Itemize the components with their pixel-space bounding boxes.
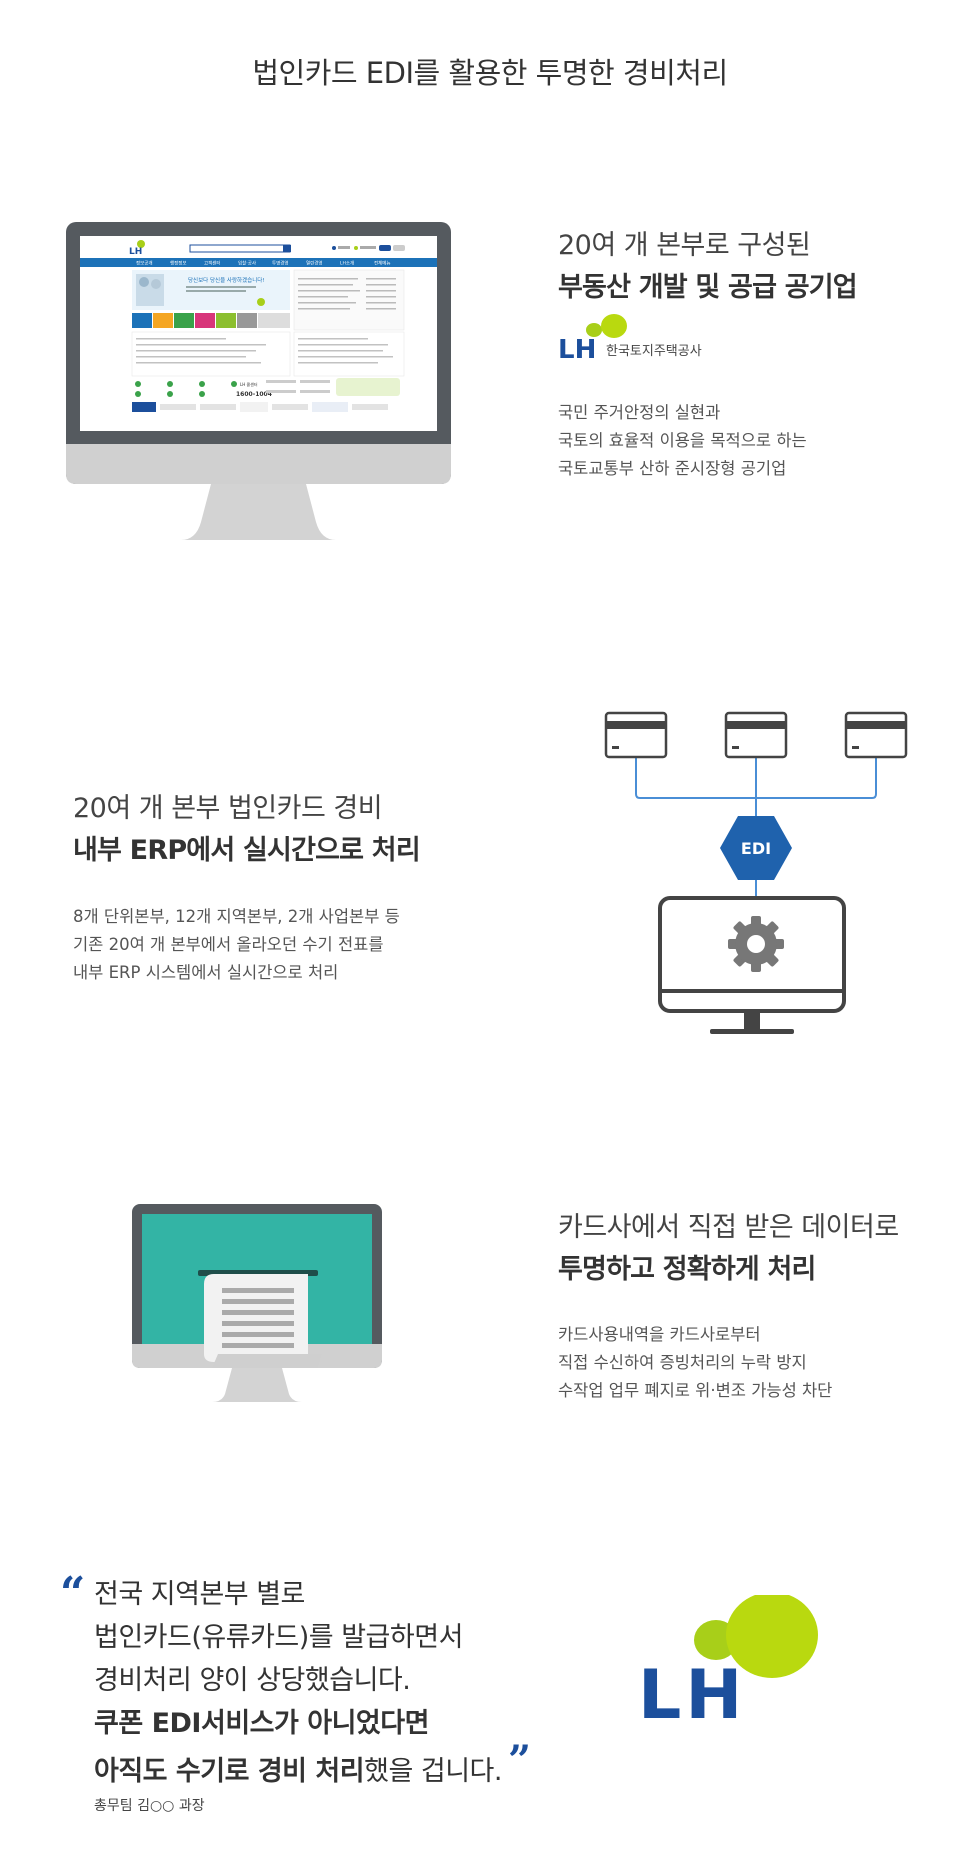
quote-emphasis: 아직도 수기로 경비 처리 (94, 1756, 365, 1787)
edi-diagram: EDI (600, 708, 920, 1043)
section2-desc-line: 기존 20여 개 본부에서 올라오던 수기 전표를 (73, 935, 384, 954)
credit-card-icon (844, 711, 908, 759)
svg-text:정보공개: 정보공개 (136, 260, 153, 267)
quote-line: 법인카드(유류카드)를 발급하면서 (94, 1622, 463, 1653)
section2-desc-line: 8개 단위본부, 12개 지역본부, 2개 사업본부 등 (73, 907, 400, 926)
section3-desc-line: 직접 수신하여 증빙처리의 누락 방지 (558, 1353, 807, 1372)
open-quote-icon: “ (60, 1568, 86, 1619)
quote-emphasis: 쿠폰 EDI서비스가 아니었다면 (94, 1708, 429, 1739)
svg-text:고객센터: 고객센터 (204, 260, 221, 267)
lh-website-monitor: LH 정보공개 행정정보 고객센터 입찰·공사 투명경영 열린경영 LH소개 전… (66, 222, 451, 540)
lh-logo-letters: LH (558, 335, 596, 362)
lh-large-logo-letters: LH (638, 1656, 746, 1725)
section1-heading-light: 20여 개 본부로 구성된 (558, 230, 811, 261)
lh-corporate-logo: LH 한국토지주택공사 (558, 312, 728, 365)
credit-card-icon (604, 711, 668, 759)
svg-text:투명경영: 투명경영 (272, 260, 289, 267)
section3-desc-line: 수작업 업무 폐지로 위·변조 가능성 차단 (558, 1381, 833, 1400)
svg-text:입찰·공사: 입찰·공사 (238, 260, 257, 267)
site-logo: LH (129, 247, 142, 257)
svg-text:LH소개: LH소개 (340, 260, 354, 267)
testimonial-quote: 전국 지역본부 별로 법인카드(유류카드)를 발급하면서 경비처리 양이 상당했… (94, 1573, 531, 1793)
section2-heading-light: 20여 개 본부 법인카드 경비 (73, 793, 383, 824)
banner-text: 당신보다 당신을 사랑하겠습니다! (188, 276, 265, 284)
section2-heading-bold: 내부 ERP에서 실시간으로 처리 (73, 835, 421, 866)
quote-line: 쿠폰 EDI서비스가 아니었다면 (94, 1702, 531, 1745)
quote-line: 전국 지역본부 별로 (94, 1579, 305, 1610)
quote-line: 아직도 수기로 경비 처리했을 겁니다.” (94, 1739, 531, 1793)
receipt-icon (204, 1274, 322, 1368)
section3-heading-bold: 투명하고 정확하게 처리 (558, 1254, 816, 1285)
section3-desc-line: 카드사용내역을 카드사로부터 (558, 1325, 761, 1344)
svg-text:전체메뉴: 전체메뉴 (374, 260, 391, 267)
gear-icon (728, 916, 784, 972)
quote-speaker: 총무팀 김○○ 과장 (94, 1798, 205, 1814)
svg-text:LH 콜센터: LH 콜센터 (240, 381, 258, 387)
lh-large-logo: LH (638, 1592, 838, 1735)
section3-description: 카드사용내역을 카드사로부터 직접 수신하여 증빙처리의 누락 방지 수작업 업… (558, 1321, 832, 1405)
section1-desc-line: 국민 주거안정의 실현과 (558, 403, 721, 422)
section1-description: 국민 주거안정의 실현과 국토의 효율적 이용을 목적으로 하는 국토교통부 산… (558, 399, 807, 483)
callcenter-number: 1600-1004 (236, 391, 272, 398)
close-quote-icon: ” (507, 1737, 531, 1784)
svg-text:행정정보: 행정정보 (170, 260, 187, 267)
page-title: 법인카드 EDI를 활용한 투명한 경비처리 (252, 56, 728, 90)
section2-description: 8개 단위본부, 12개 지역본부, 2개 사업본부 등 기존 20여 개 본부… (73, 903, 400, 987)
section3-heading-light: 카드사에서 직접 받은 데이터로 (558, 1212, 899, 1243)
quote-line: 경비처리 양이 상당했습니다. (94, 1665, 411, 1696)
section2-desc-line: 내부 ERP 시스템에서 실시간으로 처리 (73, 963, 339, 982)
svg-text:열린경영: 열린경영 (306, 260, 323, 267)
edi-label: EDI (741, 839, 771, 858)
monitor-illustration: LH 정보공개 행정정보 고객센터 입찰·공사 투명경영 열린경영 LH소개 전… (66, 222, 451, 544)
section1-desc-line: 국토교통부 산하 준시장형 공기업 (558, 459, 787, 478)
section1-heading-bold: 부동산 개발 및 공급 공기업 (558, 272, 858, 303)
receipt-monitor-illustration (132, 1204, 382, 1404)
credit-card-icon (724, 711, 788, 759)
quote-line-rest: 했을 겁니다. (364, 1756, 502, 1787)
edi-hexagon-icon (720, 816, 792, 880)
lh-logo-name: 한국토지주택공사 (606, 344, 702, 359)
section1-desc-line: 국토의 효율적 이용을 목적으로 하는 (558, 431, 807, 450)
